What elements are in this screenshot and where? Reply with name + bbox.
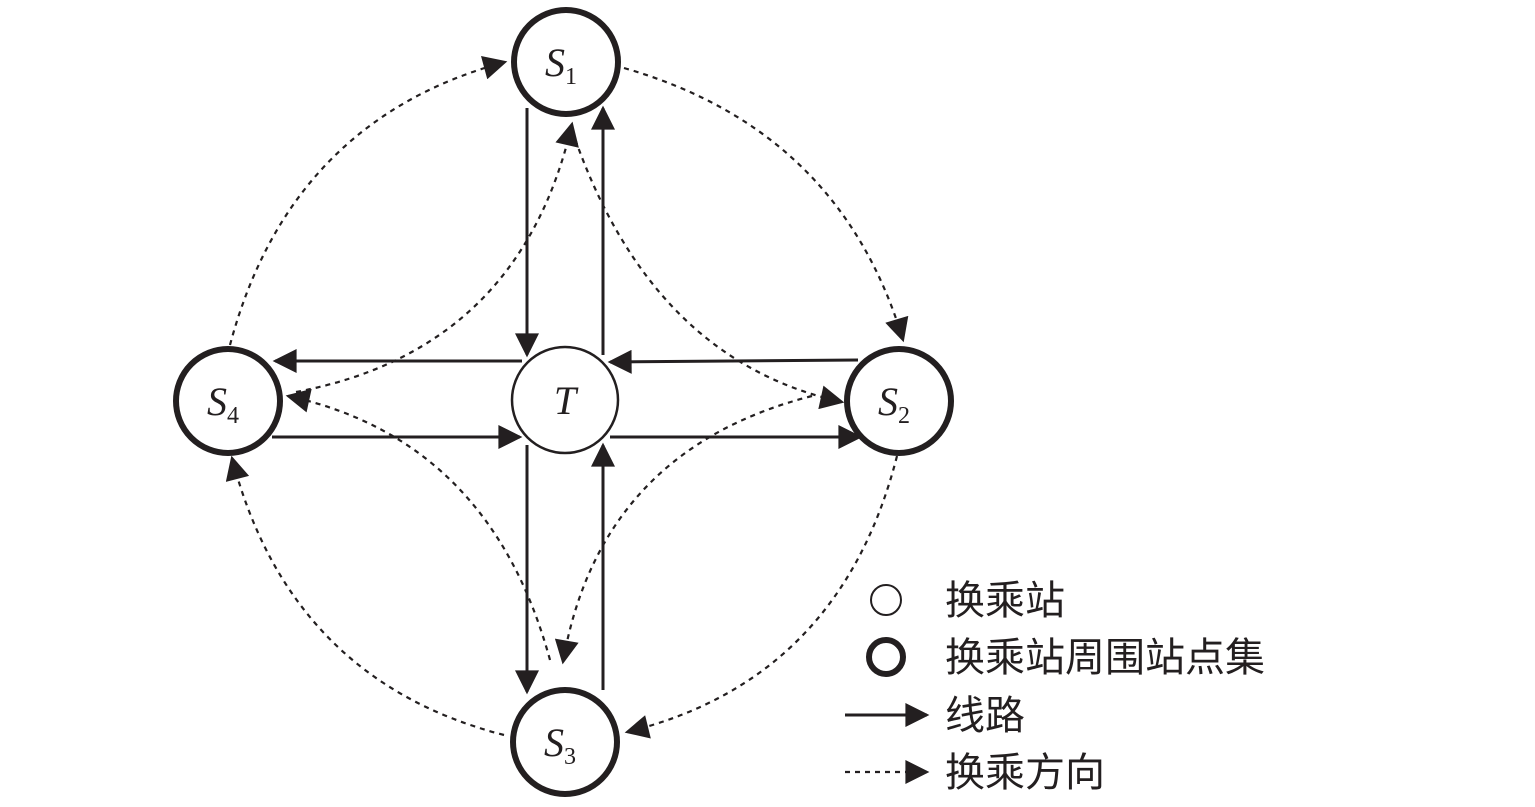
legend: 换乘站 换乘站周围站点集 线路 换乘方向: [845, 578, 1265, 796]
transfer-directions: [225, 56, 909, 739]
node-s1: S1: [511, 7, 621, 117]
transfer-s1-to-s2-inner: [570, 129, 845, 410]
legend-thick-circle-icon: [866, 637, 906, 677]
legend-transfer-station: 换乘站: [945, 578, 1065, 624]
node-s2: S2: [844, 346, 954, 456]
transfer-s2-to-s3-inner: [554, 394, 813, 665]
node-t: T: [510, 345, 620, 455]
legend-transfer-direction: 换乘方向: [945, 750, 1105, 796]
node-s2-label: S2: [878, 379, 910, 429]
transfer-s3-to-s4-inner: [285, 388, 552, 661]
node-s4-label: S4: [207, 379, 239, 429]
legend-surrounding-stations: 换乘站周围站点集: [945, 635, 1265, 681]
node-s3: S3: [510, 687, 620, 797]
legend-thin-circle-icon: [870, 584, 902, 616]
transfer-s1-to-s2: [623, 66, 909, 343]
transfer-s4-to-s1-inner: [295, 121, 579, 394]
route-s2-to-t: [607, 349, 859, 374]
transfer-s3-to-s4: [225, 455, 505, 737]
node-t-label: T: [554, 378, 579, 423]
transfer-s2-to-s3: [624, 455, 899, 739]
route-lines: [272, 105, 863, 695]
node-s4: S4: [173, 346, 283, 456]
transfer-s4-to-s1: [228, 56, 508, 346]
node-s1-label: S1: [545, 40, 577, 90]
node-s3-label: S3: [544, 720, 576, 770]
legend-route: 线路: [945, 693, 1025, 739]
